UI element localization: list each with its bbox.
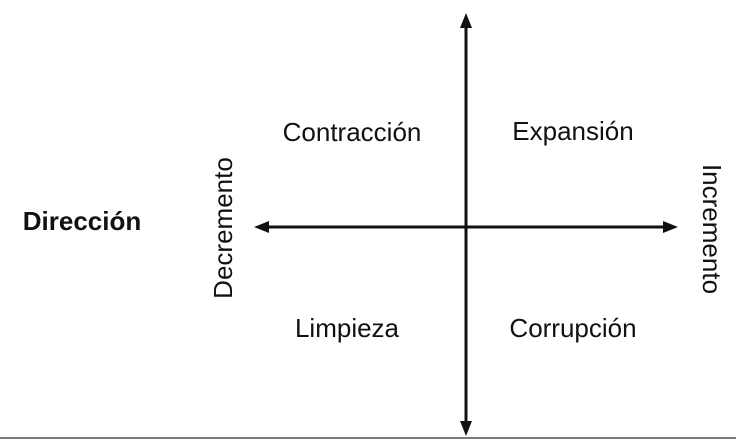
incremento-axis-label: Incremento <box>697 163 727 295</box>
direction-axis-title: Dirección <box>22 206 142 236</box>
quadrant-label-contraccion: Contracción <box>282 117 422 147</box>
slide-bottom-border <box>0 437 736 439</box>
quadrant-label-limpieza: Limpieza <box>294 313 400 343</box>
right-arrowhead-icon <box>663 221 678 233</box>
decremento-axis-label: Decremento <box>208 157 238 299</box>
quadrant-label-expansion: Expansión <box>512 116 634 146</box>
down-arrowhead-icon <box>460 421 472 436</box>
left-arrowhead-icon <box>254 221 269 233</box>
quadrant-label-corrupcion: Corrupción <box>509 313 637 343</box>
up-arrowhead-icon <box>460 13 472 28</box>
